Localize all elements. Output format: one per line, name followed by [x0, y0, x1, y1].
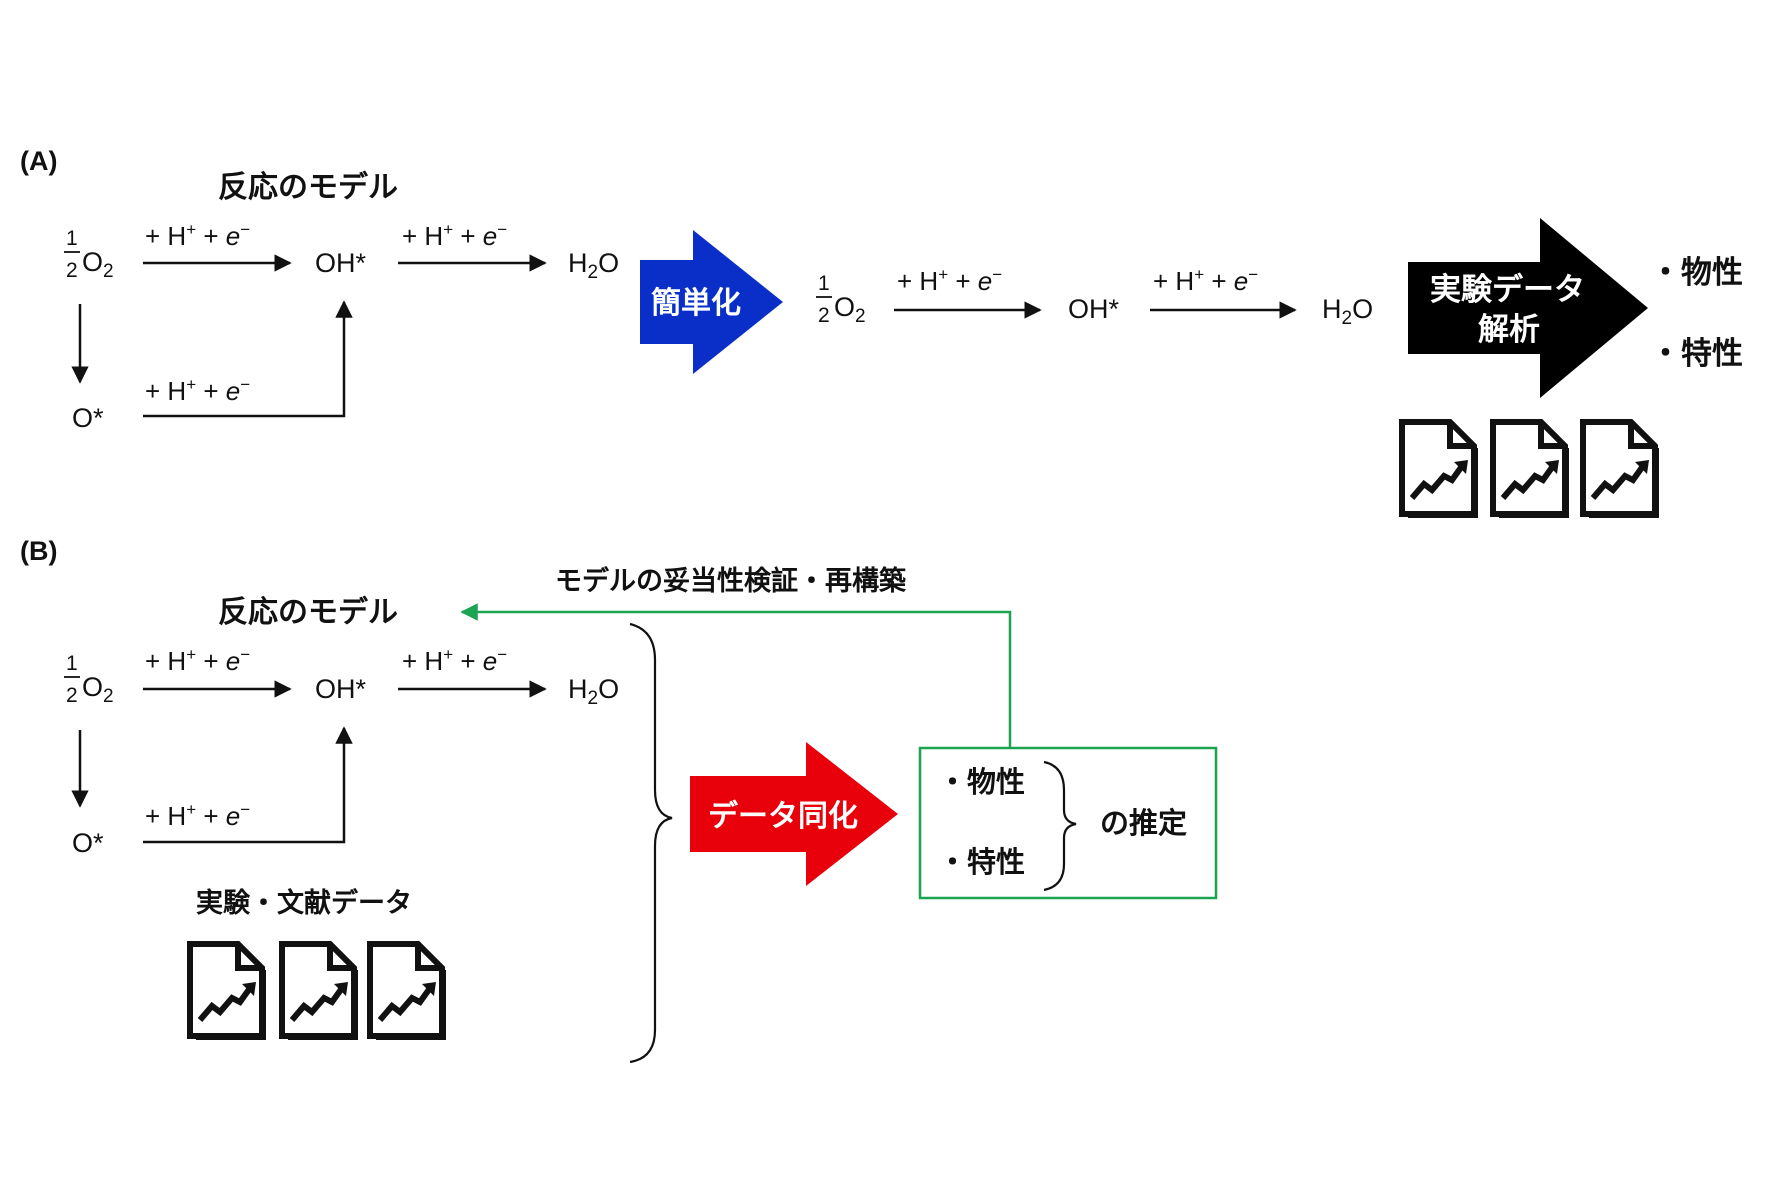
panel-a-oh: OH* [315, 248, 367, 278]
estimation-box [918, 746, 1218, 900]
panel-a-simple-step2-label: + H+ + e− [1153, 265, 1258, 296]
svg-text:2: 2 [818, 304, 830, 327]
svg-text:データ同化: データ同化 [708, 799, 858, 833]
panel-b-oh: OH* [315, 674, 367, 704]
panel-b-step2-label: + H+ + e− [402, 645, 507, 676]
svg-text:簡単化: 簡単化 [651, 286, 741, 320]
box-result: の推定 [1100, 806, 1187, 840]
svg-text:解析: 解析 [1478, 312, 1540, 347]
panel-b-arrow-up [143, 726, 353, 844]
chart-document-icon [1493, 422, 1569, 518]
svg-text:+ H+ + e−: + H+ + e− [145, 645, 250, 676]
large-brace [629, 622, 673, 1064]
svg-text:+ H+ + e−: + H+ + e− [145, 375, 250, 406]
svg-text:1: 1 [66, 652, 78, 675]
feedback-label: モデルの妥当性検証・再構築 [555, 565, 907, 596]
panel-a-step2-label: + H+ + e− [402, 220, 507, 251]
panel-a-output-2: ・特性 [1650, 336, 1743, 371]
panel-a-half-o2: 1 2 O2 [64, 227, 114, 282]
svg-text:O2: O2 [834, 292, 866, 327]
panel-b-step3-label: + H+ + e− [145, 800, 250, 831]
svg-text:2: 2 [66, 684, 78, 707]
panel-a-arrow-up [143, 300, 353, 418]
panel-a-simple-step1-label: + H+ + e− [897, 265, 1002, 296]
panel-b-label: (B) [20, 536, 57, 566]
chart-document-icon [190, 944, 266, 1040]
feedback-arrow [460, 603, 1012, 748]
svg-text:1: 1 [66, 227, 78, 250]
svg-text:+ H+ + e−: + H+ + e− [402, 645, 507, 676]
box-item-1: ・物性 [938, 766, 1025, 799]
panel-b-step1-label: + H+ + e− [145, 645, 250, 676]
chart-document-icon [370, 944, 446, 1040]
panel-a-step3-label: + H+ + e− [145, 375, 250, 406]
panel-b-model-title: 反応のモデル [218, 595, 398, 629]
chart-document-icon [1402, 422, 1478, 518]
panel-a-ostar: O* [72, 403, 104, 433]
small-brace [1043, 760, 1077, 892]
chart-document-icon [282, 944, 358, 1040]
svg-text:+ H+ + e−: + H+ + e− [145, 800, 250, 831]
panel-b-half-o2: 1 2 O2 [64, 652, 114, 707]
svg-text:+ H+ + e−: + H+ + e− [897, 265, 1002, 296]
svg-text:実験データ: 実験データ [1430, 272, 1585, 307]
svg-text:+ H+ + e−: + H+ + e− [1153, 265, 1258, 296]
assimilate-arrow: データ同化 [690, 742, 898, 886]
panel-b-h2o: H2O [568, 674, 619, 709]
panel-a-model-title: 反応のモデル [218, 170, 398, 204]
analysis-arrow: 実験データ 解析 [1408, 218, 1648, 398]
panel-a-step1-label: + H+ + e− [145, 220, 250, 251]
panel-a-simple-h2o: H2O [1322, 294, 1373, 329]
box-item-2: ・特性 [938, 846, 1025, 879]
panel-a-h2o: H2O [568, 248, 619, 283]
svg-text:1: 1 [818, 272, 830, 295]
panel-a-simple-half-o2: 1 2 O2 [816, 272, 866, 327]
svg-text:O2: O2 [82, 672, 114, 707]
chart-document-icon [1583, 422, 1659, 518]
svg-text:+ H+ + e−: + H+ + e− [145, 220, 250, 251]
panel-a-simple-oh: OH* [1068, 294, 1120, 324]
panel-a-label: (A) [20, 146, 57, 176]
svg-text:2: 2 [66, 259, 78, 282]
svg-text:O2: O2 [82, 247, 114, 282]
simplify-arrow: 簡単化 [640, 230, 783, 374]
panel-b-ostar: O* [72, 828, 104, 858]
panel-a-output-1: ・物性 [1650, 255, 1743, 290]
svg-text:+ H+ + e−: + H+ + e− [402, 220, 507, 251]
data-label: 実験・文献データ [196, 887, 412, 918]
